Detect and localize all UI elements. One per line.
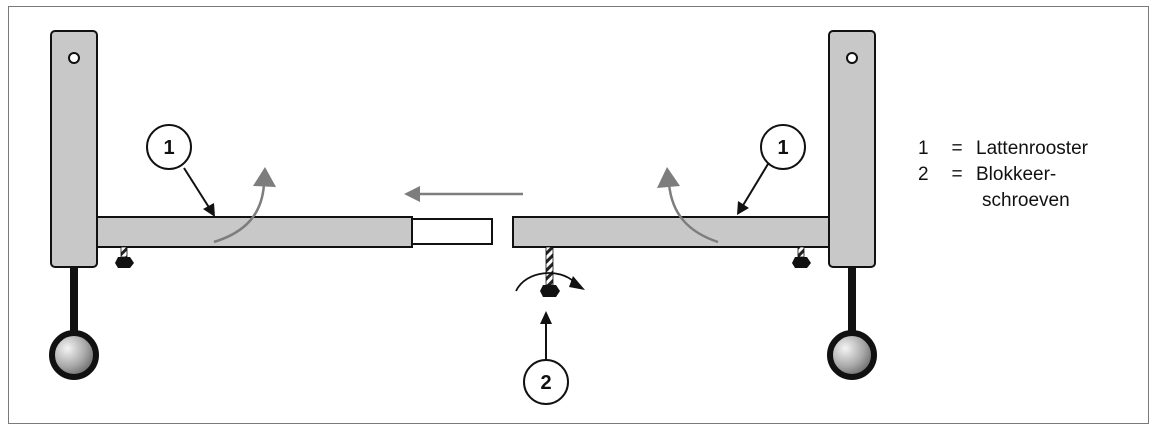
right-slatted-frame [512, 216, 830, 248]
legend-label-continued: schroeven [982, 190, 1070, 211]
screw-rotation-arrow [515, 272, 585, 292]
center-locking-screw [540, 246, 560, 297]
right-headboard [828, 30, 876, 268]
right-locking-screw [792, 246, 811, 268]
center-callout-pointer [540, 311, 552, 362]
legend-item: 1 = Lattenrooster [918, 136, 1088, 162]
callout-left-number: 1 [163, 137, 174, 159]
left-locking-screw [115, 246, 134, 268]
left-callout-pointer [183, 167, 215, 217]
left-slatted-frame [96, 216, 413, 248]
callout-left: 1 [146, 124, 192, 170]
left-lift-arrow [213, 167, 276, 244]
diagram-frame [8, 6, 1149, 424]
legend-label: Blokkeer- [976, 164, 1057, 185]
callout-right: 1 [760, 124, 806, 170]
legend-number: 1 [918, 138, 929, 159]
right-leg [848, 267, 856, 342]
right-mount-hole [846, 52, 858, 64]
right-caster-wheel [827, 330, 877, 380]
legend-separator: = [951, 138, 963, 159]
legend-number: 2 [918, 164, 929, 185]
left-leg [70, 267, 78, 342]
legend-item: 2 = Blokkeer- [918, 162, 1088, 188]
slide-direction-arrow [404, 186, 523, 202]
left-headboard [50, 30, 98, 268]
right-callout-pointer [737, 163, 769, 215]
left-caster-wheel [49, 330, 99, 380]
left-frame-extension [411, 218, 493, 245]
legend: 1 = Lattenrooster 2 = Blokkeer- schroeve… [918, 136, 1088, 214]
right-lift-arrow [657, 167, 719, 244]
callout-right-number: 1 [777, 137, 788, 159]
legend-label: Lattenrooster [976, 138, 1088, 159]
callout-center: 2 [523, 359, 569, 405]
left-mount-hole [68, 52, 80, 64]
legend-separator: = [951, 164, 963, 185]
callout-center-number: 2 [540, 372, 551, 394]
